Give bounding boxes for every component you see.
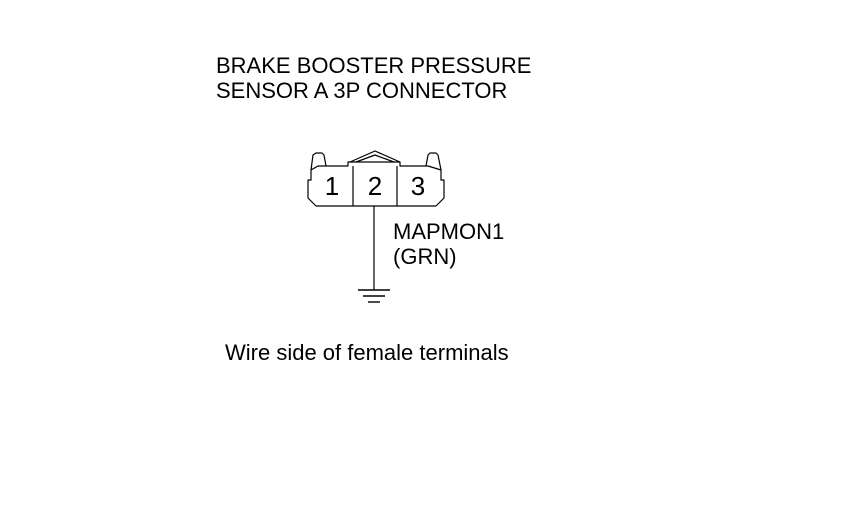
wire-label: MAPMON1 (GRN)	[393, 219, 504, 269]
connector-right-tab	[425, 152, 442, 171]
diagram-title: BRAKE BOOSTER PRESSURE SENSOR A 3P CONNE…	[216, 53, 531, 103]
connector-body	[307, 161, 445, 207]
terminal-3-label: 3	[411, 171, 425, 201]
connector-left-tab	[310, 152, 327, 171]
connector-roof-inner	[355, 154, 395, 163]
title-line-1: BRAKE BOOSTER PRESSURE	[216, 53, 532, 78]
terminal-1-label: 1	[325, 171, 339, 201]
terminal-2-label: 2	[368, 171, 382, 201]
title-line-2: SENSOR A 3P CONNECTOR	[216, 78, 508, 103]
wire-name: MAPMON1	[393, 219, 505, 244]
wire-color: (GRN)	[393, 244, 457, 269]
connector-roof	[349, 150, 401, 163]
diagram-caption: Wire side of female terminals	[225, 340, 509, 365]
